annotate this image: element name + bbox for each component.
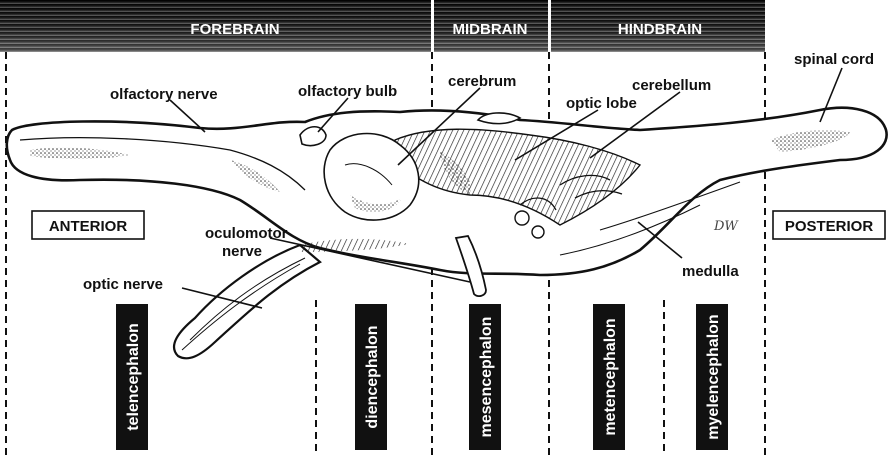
telencephalon-label: telencephalon xyxy=(125,323,142,431)
metencephalon-label: metencephalon xyxy=(602,318,619,435)
label-olfactory-nerve: olfactory nerve xyxy=(110,86,218,103)
hindbrain-header: HINDBRAIN xyxy=(618,21,702,38)
label-optic-lobe: optic lobe xyxy=(566,95,637,112)
posterior-box: POSTERIOR xyxy=(773,211,885,239)
subdivision-metencephalon: metencephalon xyxy=(593,304,625,450)
label-medulla: medulla xyxy=(682,263,739,280)
subdivision-diencephalon: diencephalon xyxy=(355,304,387,450)
label-olfactory-bulb: olfactory bulb xyxy=(298,83,397,100)
anterior-box: ANTERIOR xyxy=(32,211,144,239)
mesencephalon-label: mesencephalon xyxy=(478,317,495,438)
myelencephalon-label: myelencephalon xyxy=(705,314,722,439)
artist-signature: DW xyxy=(713,219,739,234)
label-cerebrum: cerebrum xyxy=(448,73,516,90)
label-spinal-cord: spinal cord xyxy=(794,51,874,68)
label-optic-nerve: optic nerve xyxy=(83,276,163,293)
anterior-label: ANTERIOR xyxy=(49,218,128,235)
subdivision-myelencephalon: myelencephalon xyxy=(696,304,728,450)
posterior-label: POSTERIOR xyxy=(785,218,874,235)
label-cerebellum: cerebellum xyxy=(632,77,711,94)
forebrain-header: FOREBRAIN xyxy=(190,21,279,38)
optic-nerve-shape xyxy=(174,245,320,358)
label-oculomotor-line1: oculomotor xyxy=(205,225,288,242)
label-oculomotor-line2: nerve xyxy=(222,243,262,260)
subdivision-telencephalon: telencephalon xyxy=(116,304,148,450)
subdivision-mesencephalon: mesencephalon xyxy=(469,304,501,450)
diencephalon-label: diencephalon xyxy=(364,325,381,428)
midbrain-header: MIDBRAIN xyxy=(453,21,528,38)
